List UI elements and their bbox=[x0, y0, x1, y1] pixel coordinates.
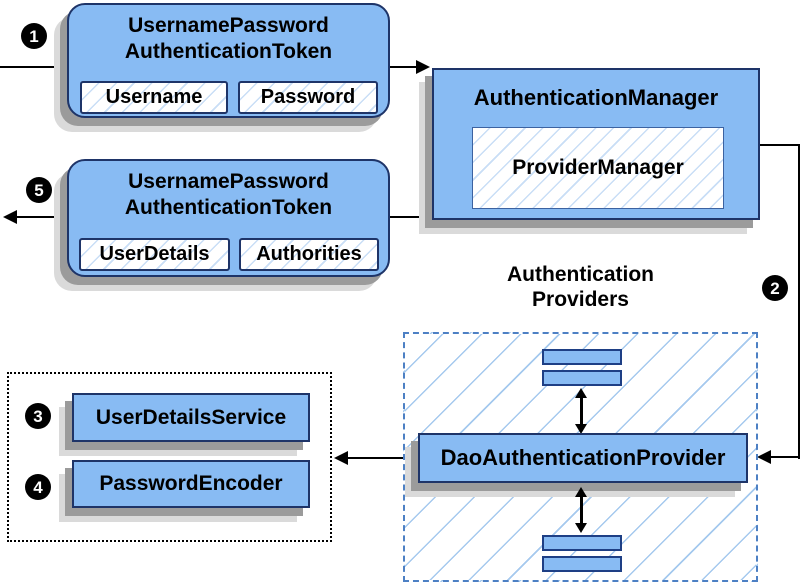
step-3-badge: 3 bbox=[25, 403, 51, 429]
password-field-box: Password bbox=[238, 81, 378, 114]
authentication-manager-box: AuthenticationManager ProviderManager bbox=[432, 68, 760, 220]
password-field-label: Password bbox=[260, 86, 356, 108]
step-5-badge: 5 bbox=[26, 177, 52, 203]
request-token-box: UsernamePassword AuthenticationToken Use… bbox=[67, 3, 390, 118]
arrow-head-into-dao-icon bbox=[757, 450, 771, 464]
password-encoder-box: PasswordEncoder bbox=[72, 460, 310, 508]
provider-stack-bar bbox=[542, 370, 622, 386]
step-1-badge: 1 bbox=[21, 23, 47, 49]
line-step2-top bbox=[760, 144, 800, 146]
username-field-label: Username bbox=[105, 86, 203, 108]
request-token-title-line1: UsernamePassword bbox=[128, 14, 329, 37]
response-token-title-line1: UsernamePassword bbox=[128, 170, 329, 193]
authentication-providers-label: Authentication Providers bbox=[403, 262, 758, 312]
line-step2-vertical bbox=[798, 144, 800, 459]
userdetails-field-box: UserDetails bbox=[79, 238, 230, 271]
authorities-field-label: Authorities bbox=[256, 243, 362, 265]
double-arrow-bottom-up-icon bbox=[575, 487, 587, 497]
provider-stack-bar bbox=[542, 556, 622, 572]
step-4-badge: 4 bbox=[25, 474, 51, 500]
double-arrow-top-down-icon bbox=[575, 424, 587, 434]
user-details-service-label: UserDetailsService bbox=[95, 405, 287, 429]
provider-manager-box: ProviderManager bbox=[472, 127, 724, 209]
services-dotted-container bbox=[7, 372, 332, 542]
arrow-head-into-services-icon bbox=[334, 451, 348, 465]
response-token-title: UsernamePassword AuthenticationToken bbox=[69, 169, 388, 221]
line-step2-bottom bbox=[771, 456, 799, 458]
authorities-field-box: Authorities bbox=[239, 238, 379, 271]
line-request-to-manager bbox=[390, 66, 418, 68]
userdetails-field-label: UserDetails bbox=[99, 243, 210, 265]
username-field-box: Username bbox=[80, 81, 228, 114]
provider-stack-bar bbox=[542, 535, 622, 551]
line-manager-to-response bbox=[390, 216, 432, 218]
request-token-title: UsernamePassword AuthenticationToken bbox=[69, 13, 388, 65]
response-token-box: UsernamePassword AuthenticationToken Use… bbox=[67, 159, 390, 277]
arrow-head-into-manager-icon bbox=[416, 60, 430, 74]
password-encoder-label: PasswordEncoder bbox=[99, 472, 283, 495]
line-dao-to-services bbox=[348, 457, 418, 459]
request-token-title-line2: AuthenticationToken bbox=[124, 40, 333, 63]
dao-authentication-provider-box: DaoAuthenticationProvider bbox=[418, 433, 748, 483]
provider-manager-label: ProviderManager bbox=[512, 156, 684, 179]
authentication-providers-label-line2: Providers bbox=[532, 288, 629, 311]
double-arrow-top-line bbox=[580, 396, 583, 426]
double-arrow-bottom-down-icon bbox=[575, 523, 587, 533]
dao-authentication-provider-label: DaoAuthenticationProvider bbox=[440, 445, 726, 470]
double-arrow-bottom-line bbox=[580, 495, 583, 525]
double-arrow-top-up-icon bbox=[575, 388, 587, 398]
arrow-head-response-out-icon bbox=[3, 210, 17, 224]
authentication-providers-label-line1: Authentication bbox=[507, 263, 654, 286]
response-token-title-line2: AuthenticationToken bbox=[124, 196, 333, 219]
provider-stack-bar bbox=[542, 349, 622, 365]
authentication-manager-title: AuthenticationManager bbox=[473, 85, 719, 110]
line-request-incoming bbox=[0, 66, 64, 68]
user-details-service-box: UserDetailsService bbox=[72, 393, 310, 442]
step-2-badge: 2 bbox=[762, 275, 788, 301]
line-response-outgoing bbox=[17, 216, 67, 218]
